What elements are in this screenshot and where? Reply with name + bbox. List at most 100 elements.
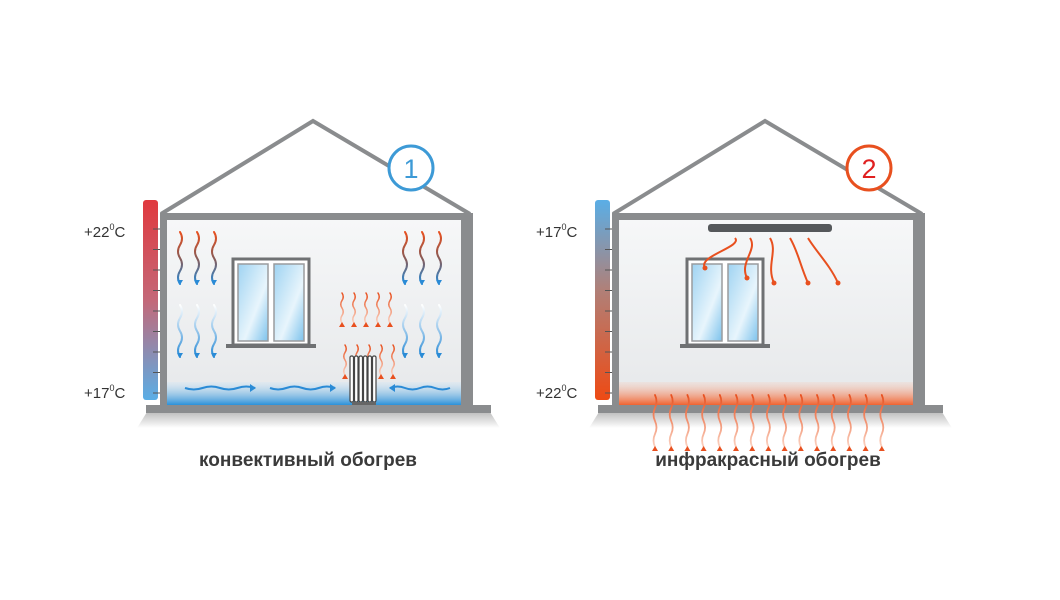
house-1: 1+220C+170C — [84, 118, 500, 428]
badge-number: 2 — [861, 154, 876, 184]
warm-rising-arrow-head — [668, 446, 675, 451]
radiator-fin — [362, 355, 368, 403]
warm-rising-arrow-head — [814, 446, 820, 451]
warm-rising-arrow — [766, 394, 771, 448]
cold-air-flow-arrow-head — [330, 384, 336, 392]
warm-rising-arrow-head — [749, 446, 756, 451]
infrared-ray-arrow-head — [744, 275, 750, 281]
cold-air-flow-arrow-head — [389, 384, 395, 392]
warm-floor-zone — [619, 382, 913, 406]
warm-rising-arrow-head — [716, 446, 723, 451]
cool-descending-arrow-head — [177, 353, 183, 358]
radiator-fin — [367, 355, 373, 403]
ceiling-beam — [612, 213, 925, 220]
warm-descending-arrow-head — [177, 280, 183, 285]
warm-rising-arrow-head — [378, 374, 384, 379]
infrared-ceiling-heater — [708, 224, 832, 232]
warm-rising-arrow — [340, 292, 344, 324]
infrared-ray-arrow — [789, 237, 809, 284]
cool-descending-arrow — [177, 304, 183, 358]
ceiling-beam — [160, 213, 473, 220]
warm-rising-arrow-head — [878, 446, 885, 451]
warm-rising-arrow — [863, 394, 868, 448]
badge-number: 1 — [403, 154, 418, 184]
window-pane-right — [273, 263, 305, 342]
right-wall — [913, 213, 925, 408]
warm-rising-arrow — [701, 394, 706, 448]
temperature-top-label: +170C — [536, 222, 577, 241]
cool-descending-arrow-head — [402, 353, 408, 358]
infrared-ray-arrow-head — [702, 265, 708, 271]
temperature-bottom-label: +170C — [84, 383, 125, 402]
window-sill — [680, 344, 770, 348]
warm-descending-arrow-head — [419, 280, 425, 285]
infrared-ray-arrow — [807, 237, 839, 284]
warm-rising-arrow — [830, 394, 836, 448]
radiator-fin — [358, 355, 364, 403]
cold-air-flow-arrow — [269, 385, 336, 391]
radiator-fin — [371, 355, 377, 403]
warm-descending-arrow — [419, 231, 425, 285]
warm-descending-arrow — [177, 231, 183, 285]
infrared-ray-arrow — [703, 237, 737, 269]
warm-rising-arrow — [879, 394, 885, 448]
window-pane-left — [691, 263, 723, 342]
cool-descending-arrow-head — [436, 353, 442, 358]
warm-descending-arrow-head — [194, 280, 200, 285]
radiator-base — [352, 402, 376, 405]
warm-rising-arrow — [782, 394, 787, 448]
infrared-ray-arrow-head — [771, 280, 777, 286]
right-wall — [461, 213, 473, 408]
warm-rising-arrow-head — [797, 446, 804, 451]
infrared-ray-arrow-head — [805, 280, 811, 286]
number-badge — [845, 144, 893, 192]
warm-rising-arrow — [668, 394, 674, 448]
warm-rising-arrow — [352, 292, 356, 324]
temperature-bottom-label: +220C — [536, 383, 577, 402]
cold-air-flow-arrow — [389, 385, 451, 391]
infrared-ray-arrow-head — [835, 280, 841, 286]
window-pane-left — [237, 263, 269, 342]
warm-rising-arrow-head — [342, 374, 348, 379]
cool-descending-arrow-head — [419, 353, 425, 358]
warm-rising-arrow-head — [387, 322, 393, 327]
warm-rising-arrow — [733, 394, 739, 448]
warm-rising-arrow — [717, 394, 723, 448]
warm-rising-arrow-head — [862, 446, 869, 451]
thermometer-scale — [143, 200, 158, 400]
warm-descending-arrow — [194, 231, 200, 285]
warm-rising-arrow-head — [846, 446, 853, 451]
ground-shadow — [137, 412, 500, 428]
room-interior — [619, 220, 913, 406]
cool-descending-arrow — [402, 304, 408, 358]
house-2: 2 +170C +220C — [536, 118, 952, 451]
warm-rising-arrow-head — [684, 446, 691, 451]
panel-caption: конвективный обогрев — [199, 450, 417, 471]
warm-rising-arrow — [379, 344, 383, 376]
radiator-fin — [353, 355, 359, 403]
warm-descending-arrow-head — [211, 280, 217, 285]
warm-rising-arrow — [388, 292, 392, 324]
cool-descending-arrow — [436, 304, 442, 358]
radiator-fin — [349, 355, 355, 403]
warm-descending-arrow-head — [402, 280, 408, 285]
warm-rising-arrow — [376, 292, 380, 324]
warm-rising-arrow-head — [765, 446, 772, 451]
cold-air-flow-arrow — [184, 385, 256, 391]
warm-rising-arrow-head — [375, 322, 381, 327]
panel-caption: инфракрасный обогрев — [655, 450, 881, 471]
number-badge — [387, 144, 435, 192]
warm-rising-arrow-head — [830, 446, 837, 451]
cool-descending-arrow — [419, 304, 425, 358]
warm-rising-arrow — [685, 394, 690, 448]
left-wall — [612, 213, 619, 408]
warm-rising-arrow-head — [363, 322, 369, 327]
warm-rising-arrow — [814, 394, 820, 448]
window-pane-right — [727, 263, 759, 342]
warm-rising-arrow — [364, 292, 368, 324]
cold-air-flow-arrow-head — [250, 384, 256, 392]
warm-rising-arrow-head — [652, 446, 658, 451]
warm-rising-arrow — [798, 394, 804, 448]
window-sill — [226, 344, 316, 348]
left-wall — [160, 213, 167, 408]
